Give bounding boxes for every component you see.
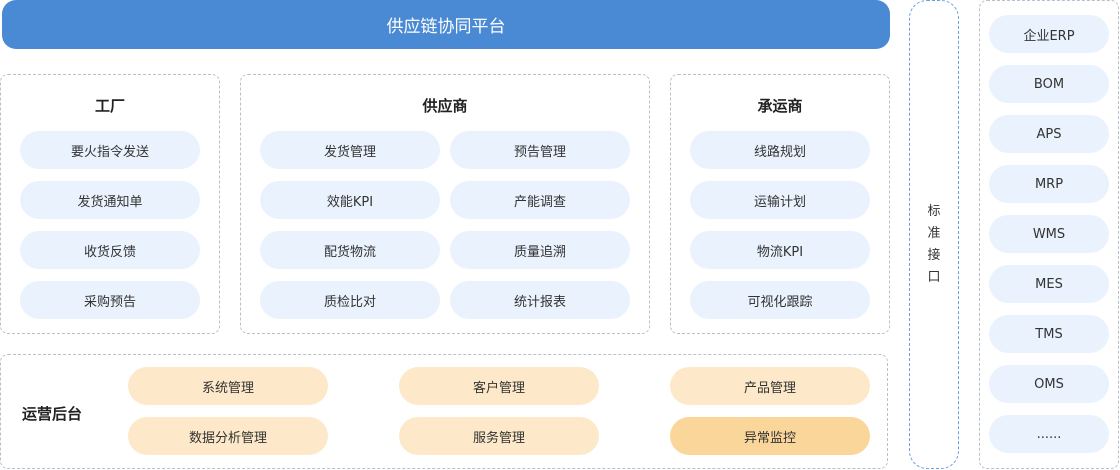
interface-char: 接 [927, 248, 941, 263]
supplier-item: 产能调查 [450, 181, 630, 219]
factory-title: 工厂 [94, 97, 125, 115]
system-item: BOM [989, 65, 1109, 103]
factory-panel: 工厂 要火指令发送 发货通知单 收货反馈 采购预告 [0, 74, 220, 334]
standard-interface-label: 标 准 接 口 [924, 201, 944, 289]
supplier-item: 效能KPI [260, 181, 440, 219]
supplier-item: 质量追溯 [450, 231, 630, 269]
ops-item: 产品管理 [670, 367, 870, 405]
supplier-item: 统计报表 [450, 281, 630, 319]
factory-item: 采购预告 [20, 281, 200, 319]
interface-char: 标 [927, 204, 941, 219]
system-item: OMS [989, 365, 1109, 403]
ops-item: 数据分析管理 [128, 417, 328, 455]
carrier-title: 承运商 [757, 97, 803, 115]
external-systems-column: 企业ERP BOM APS MRP WMS MES TMS OMS ...... [979, 0, 1119, 469]
platform-title: 供应链协同平台 [386, 17, 506, 37]
system-item: MRP [989, 165, 1109, 203]
ops-item: 系统管理 [128, 367, 328, 405]
ops-item-highlighted: 异常监控 [670, 417, 870, 455]
system-item: APS [989, 115, 1109, 153]
supplier-item: 配货物流 [260, 231, 440, 269]
system-item: ...... [989, 415, 1109, 453]
platform-title-bar: 供应链协同平台 [2, 0, 890, 49]
supplier-item: 预告管理 [450, 131, 630, 169]
ops-item: 服务管理 [399, 417, 599, 455]
factory-item: 发货通知单 [20, 181, 200, 219]
system-item: WMS [989, 215, 1109, 253]
supplier-title: 供应商 [422, 97, 468, 115]
ops-title: 运营后台 [22, 405, 83, 423]
carrier-item: 运输计划 [690, 181, 870, 219]
supplier-item: 质检比对 [260, 281, 440, 319]
system-item: MES [989, 265, 1109, 303]
supplier-item: 发货管理 [260, 131, 440, 169]
system-item: TMS [989, 315, 1109, 353]
interface-char: 口 [927, 270, 941, 285]
standard-interface-column: 标 准 接 口 [909, 0, 959, 469]
interface-char: 准 [927, 226, 941, 241]
factory-item: 要火指令发送 [20, 131, 200, 169]
ops-item: 客户管理 [399, 367, 599, 405]
carrier-item: 可视化跟踪 [690, 281, 870, 319]
carrier-panel: 承运商 线路规划 运输计划 物流KPI 可视化跟踪 [670, 74, 890, 334]
system-item: 企业ERP [989, 15, 1109, 53]
ops-panel: 运营后台 系统管理 客户管理 产品管理 数据分析管理 服务管理 异常监控 [0, 354, 888, 469]
supplier-panel: 供应商 发货管理 效能KPI 配货物流 质检比对 预告管理 产能调查 质量追溯 … [240, 74, 650, 334]
factory-item: 收货反馈 [20, 231, 200, 269]
carrier-item: 物流KPI [690, 231, 870, 269]
carrier-item: 线路规划 [690, 131, 870, 169]
